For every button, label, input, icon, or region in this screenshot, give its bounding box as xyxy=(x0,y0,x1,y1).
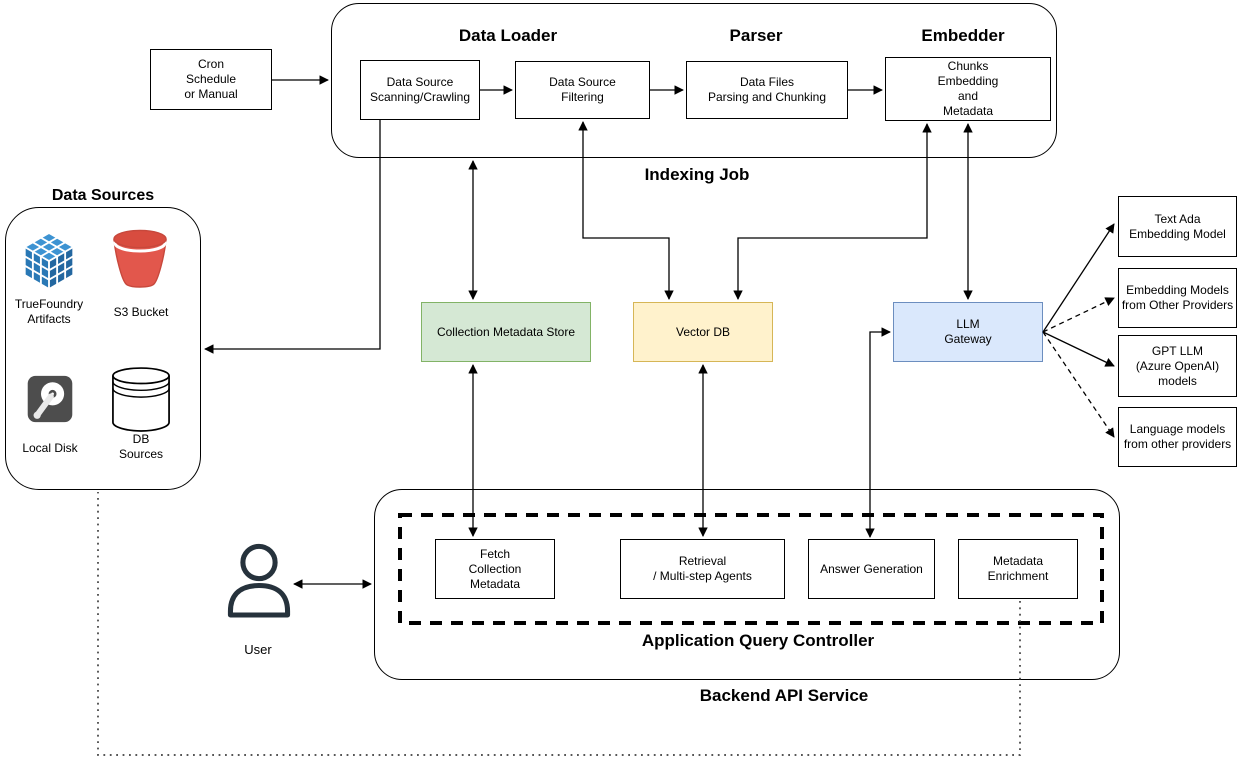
step-retrieval-agents: Retrieval / Multi-step Agents xyxy=(620,539,785,599)
model-gpt-llm-box: GPT LLM (Azure OpenAI) models xyxy=(1118,335,1237,397)
backend-api-container xyxy=(374,489,1120,680)
data-sources-title: Data Sources xyxy=(51,187,155,204)
step-data-files-parsing: Data Files Parsing and Chunking xyxy=(686,61,848,119)
arrow-embedding-vector-db xyxy=(733,123,932,300)
step-fetch-collection-metadata: Fetch Collection Metadata xyxy=(435,539,555,599)
llm-gateway-box: LLM Gateway xyxy=(893,302,1043,362)
application-query-controller-boundary xyxy=(398,513,1104,625)
truefoundry-artifacts-label: TrueFoundry Artifacts xyxy=(14,297,84,326)
arrow-filtering-vector-db xyxy=(578,121,674,300)
disk-icon xyxy=(26,372,74,426)
database-icon xyxy=(111,366,171,434)
indexing-job-container xyxy=(331,3,1057,158)
backend-api-service-label: Backend API Service xyxy=(699,686,869,705)
step-data-source-scanning: Data Source Scanning/Crawling xyxy=(360,60,480,120)
step-metadata-enrichment: Metadata Enrichment xyxy=(958,539,1078,599)
model-text-ada-box: Text Ada Embedding Model xyxy=(1118,196,1237,257)
arrow-llm-to-text-ada xyxy=(1042,223,1115,333)
cron-trigger-box: Cron Schedule or Manual xyxy=(150,49,272,110)
arrow-scanning-to-data-sources xyxy=(204,120,381,354)
parser-header: Parser xyxy=(729,26,783,45)
dotted-enrichment-to-data-sources xyxy=(97,492,1021,756)
step-chunks-embedding: Chunks Embedding and Metadata xyxy=(885,57,1051,121)
data-sources-container xyxy=(5,207,201,490)
db-sources-label: DB Sources xyxy=(118,432,164,461)
arrow-llm-to-gpt xyxy=(1042,331,1115,367)
bucket-icon xyxy=(110,228,170,294)
vector-db-box: Vector DB xyxy=(633,302,773,362)
model-other-language-box: Language models from other providers xyxy=(1118,407,1237,467)
model-other-embedding-box: Embedding Models from Other Providers xyxy=(1118,268,1237,328)
step-answer-generation: Answer Generation xyxy=(808,539,935,599)
collection-metadata-store-box: Collection Metadata Store xyxy=(421,302,591,362)
local-disk-label: Local Disk xyxy=(22,441,78,455)
arrow-answer-to-llm xyxy=(865,327,891,538)
user-icon xyxy=(224,539,294,621)
arrow-llm-to-other-language xyxy=(1042,331,1115,438)
step-data-source-filtering: Data Source Filtering xyxy=(515,61,650,119)
arrow-llm-to-other-embedding xyxy=(1042,297,1115,333)
s3-bucket-label: S3 Bucket xyxy=(113,305,169,319)
embedder-header: Embedder xyxy=(921,26,1005,45)
user-label: User xyxy=(244,642,272,657)
cube-icon xyxy=(21,231,77,291)
application-query-controller-label: Application Query Controller xyxy=(641,631,875,650)
data-loader-header: Data Loader xyxy=(458,26,558,45)
